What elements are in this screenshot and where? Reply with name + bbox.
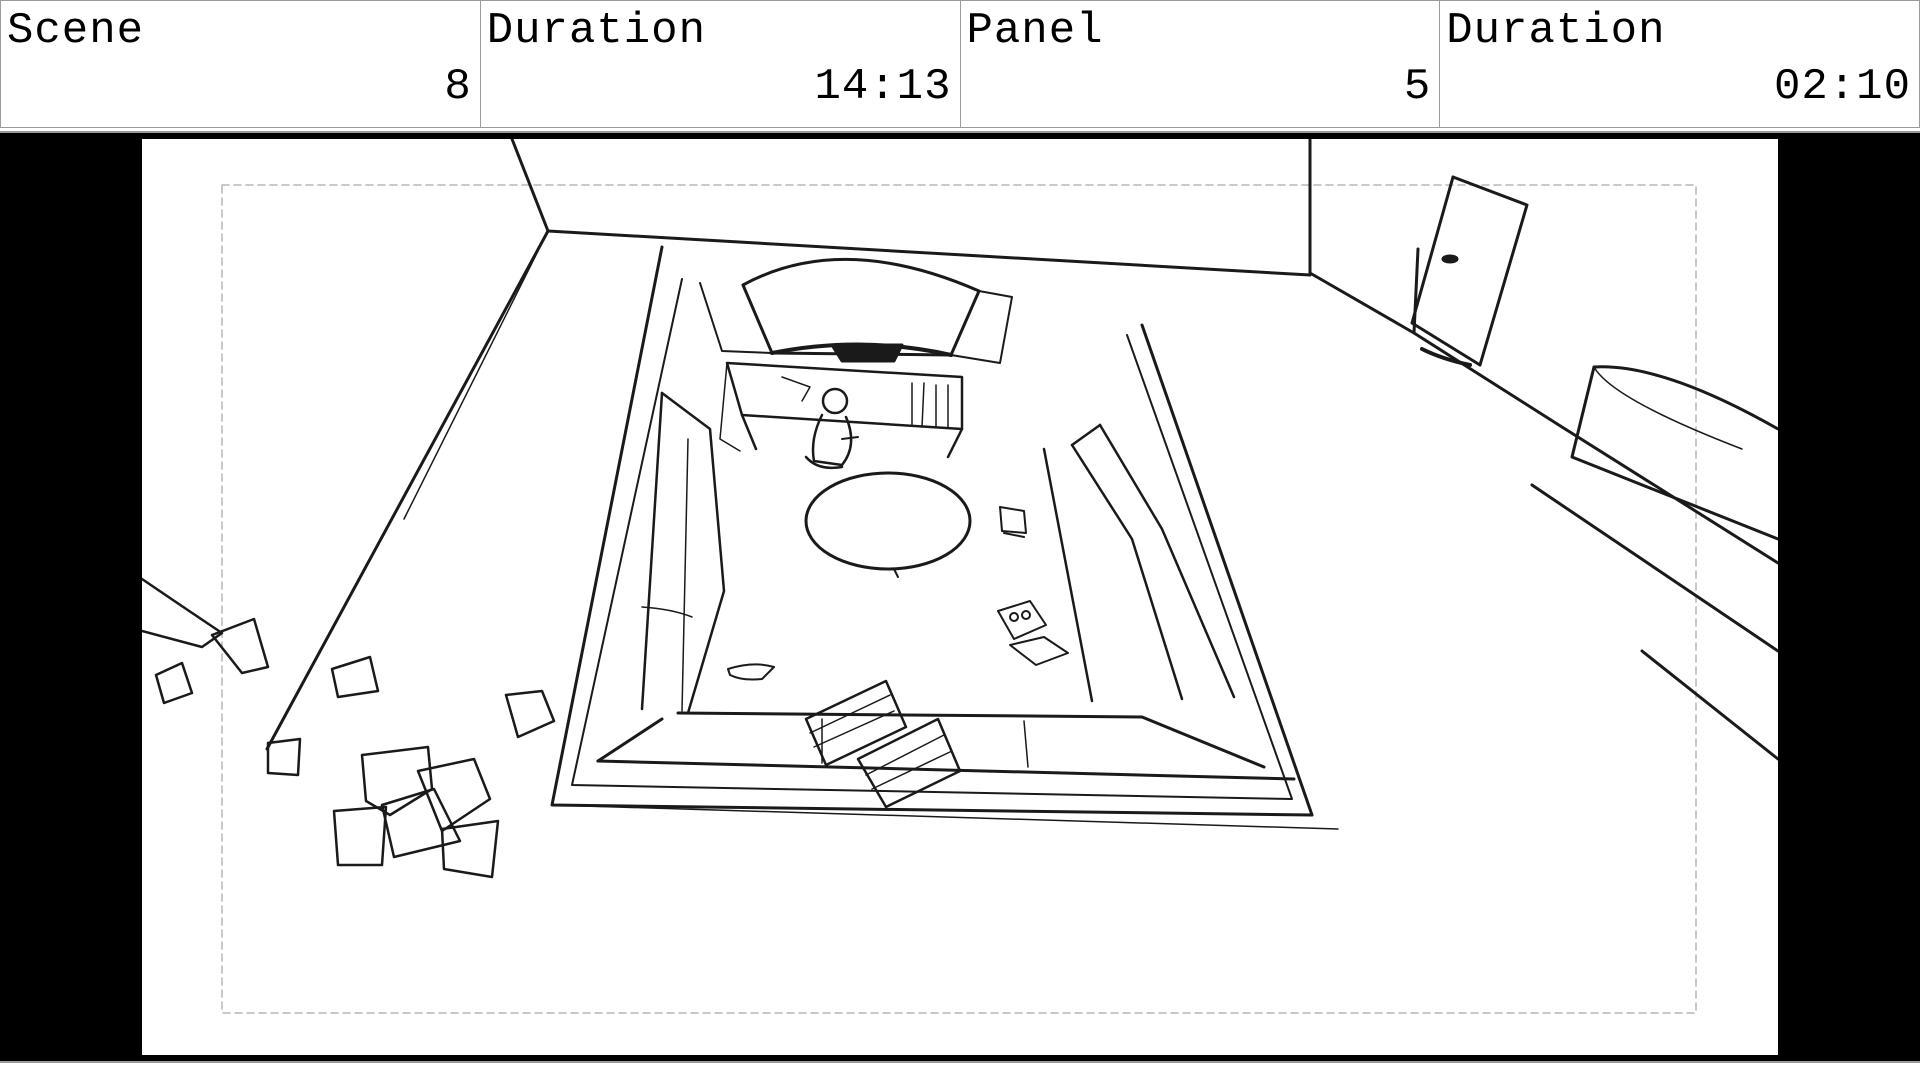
scene-label: Scene [7, 6, 145, 56]
panel-duration-label: Duration [1446, 6, 1666, 56]
coffee-table [804, 471, 972, 578]
sketch-drawing [142, 139, 1778, 1014]
scattered-papers [142, 577, 556, 879]
scene-duration-value: 14:13 [814, 62, 952, 112]
side-items [999, 506, 1027, 538]
scene-value: 8 [444, 62, 472, 112]
left-bench [640, 391, 726, 715]
panel-duration-value: 02:10 [1773, 62, 1911, 112]
safe-area-guide [221, 184, 1697, 1014]
shoe [727, 663, 775, 681]
child-figure [804, 387, 859, 470]
panel-info-header: Scene 8 Duration 14:13 Panel 5 Duration … [0, 0, 1920, 128]
door [1410, 175, 1529, 367]
panel-frame [0, 131, 1920, 1061]
scene-duration-cell: Duration 14:13 [481, 1, 961, 127]
tv-cabinet [719, 361, 964, 459]
panel-duration-cell: Duration 02:10 [1440, 1, 1919, 127]
scene-duration-label: Duration [486, 6, 706, 56]
panel-value: 5 [1403, 62, 1432, 112]
sunken-pit [550, 245, 1339, 830]
open-books [804, 679, 962, 809]
counter [1570, 365, 1778, 541]
room-walls [265, 139, 1778, 761]
bottom-rule [0, 1061, 1920, 1079]
pit-boxes [997, 600, 1069, 666]
scene-cell: Scene 8 [1, 1, 481, 127]
storyboard-sketch [142, 139, 1778, 1055]
right-bench [1042, 423, 1236, 703]
panel-cell: Panel 5 [961, 1, 1441, 127]
panel-label: Panel [966, 6, 1104, 56]
tv-unit [699, 258, 1013, 364]
